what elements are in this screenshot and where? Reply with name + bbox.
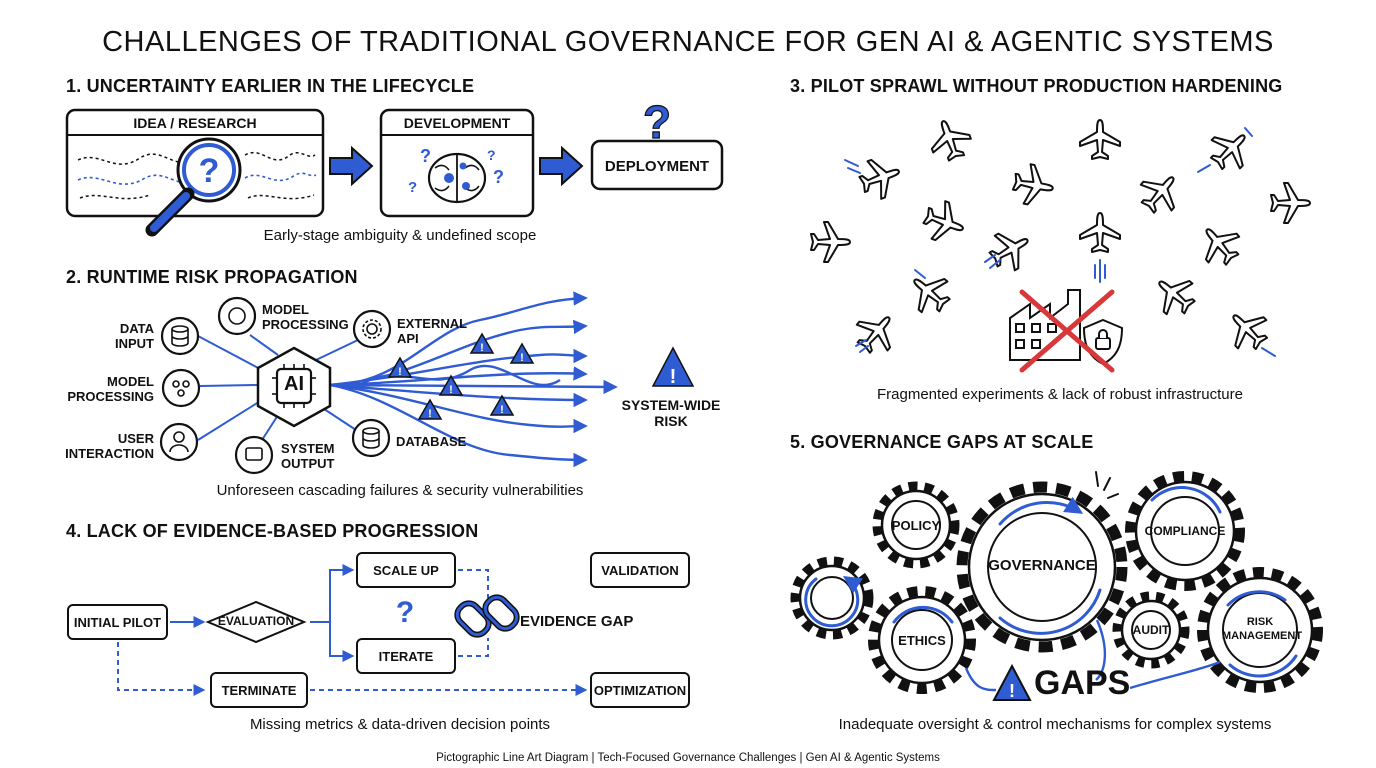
flow-iterate: ITERATE: [356, 638, 456, 674]
footer-text: Pictographic Line Art Diagram | Tech-Foc…: [436, 752, 940, 764]
flow-validation: VALIDATION: [590, 552, 690, 588]
stage-development-label: DEVELOPMENT: [403, 115, 511, 131]
flow-scale-up: SCALE UP: [356, 552, 456, 588]
flow-optimization: OPTIMIZATION: [590, 672, 690, 708]
section2-caption: Unforeseen cascading failures & security…: [216, 482, 584, 499]
node-system-output-label: SYSTEM OUTPUT: [281, 441, 335, 471]
brain-icon: [427, 152, 487, 204]
svg-text:?: ?: [199, 152, 220, 190]
section4-caption: Missing metrics & data-driven decision p…: [249, 716, 551, 733]
svg-text:?: ?: [487, 147, 496, 163]
flow-evaluation: EVALUATION: [217, 614, 295, 628]
gear-risk-management-label: RISK MANAGEMENT: [1222, 616, 1303, 642]
svg-text:!: !: [398, 366, 402, 378]
evidence-gap-label: EVIDENCE GAP: [520, 613, 634, 630]
broken-link-icon: [454, 594, 520, 638]
gaps-label: GAPS: [1034, 664, 1131, 702]
cross-icon: [1019, 289, 1115, 373]
gear-policy-label: POLICY: [891, 518, 941, 533]
flow-initial-pilot: INITIAL PILOT: [67, 604, 168, 640]
stage-idea-label: IDEA / RESEARCH: [133, 115, 257, 131]
svg-text:?: ?: [493, 167, 504, 187]
factory-icon: [1009, 289, 1081, 361]
section1-heading: 1. UNCERTAINTY EARLIER IN THE LIFECYCLE: [66, 76, 475, 96]
gear-ethics-label: ETHICS: [898, 633, 946, 648]
stage-deployment-label: DEPLOYMENT: [604, 158, 710, 175]
section3-caption: Fragmented experiments & lack of robust …: [877, 386, 1243, 403]
node-data-input-label: DATA INPUT: [115, 321, 154, 351]
svg-text:!: !: [500, 404, 504, 416]
section1-caption: Early-stage ambiguity & undefined scope: [263, 227, 537, 244]
section2-heading: 2. RUNTIME RISK PROPAGATION: [66, 267, 358, 287]
svg-text:?: ?: [420, 146, 431, 166]
section5-caption: Inadequate oversight & control mechanism…: [838, 716, 1272, 733]
node-model-processing-label: MODEL PROCESSING: [67, 374, 154, 404]
ai-hub-label: AI: [284, 373, 304, 395]
section4-heading: 4. LACK OF EVIDENCE-BASED PROGRESSION: [66, 521, 479, 541]
svg-text:!: !: [670, 366, 677, 388]
svg-text:?: ?: [643, 96, 671, 148]
svg-text:!: !: [428, 408, 432, 420]
svg-text:?: ?: [396, 596, 414, 629]
svg-text:!: !: [520, 352, 524, 364]
section5-heading: 5. GOVERNANCE GAPS AT SCALE: [790, 432, 1094, 452]
gear-audit-label: AUDIT: [1132, 623, 1170, 637]
gear-governance-label: GOVERNANCE: [988, 557, 1096, 574]
svg-text:?: ?: [408, 179, 417, 196]
magnifier-icon: ?: [145, 137, 242, 237]
node-model-processing-top-label: MODEL PROCESSING: [262, 302, 349, 332]
svg-text:!: !: [449, 384, 453, 396]
page-title: CHALLENGES OF TRADITIONAL GOVERNANCE FOR…: [102, 26, 1274, 58]
system-wide-risk-label: SYSTEM-WIDE RISK: [621, 397, 721, 429]
node-database-label: DATABASE: [396, 434, 467, 449]
gear-compliance-label: COMPLIANCE: [1144, 524, 1226, 538]
section3-heading: 3. PILOT SPRAWL WITHOUT PRODUCTION HARDE…: [790, 76, 1283, 96]
flow-terminate: TERMINATE: [210, 672, 308, 708]
node-user-interaction-label: USER INTERACTION: [65, 431, 154, 461]
svg-text:!: !: [480, 342, 484, 354]
svg-text:!: !: [1009, 681, 1015, 701]
node-external-api-label: EXTERNAL API: [397, 316, 467, 346]
